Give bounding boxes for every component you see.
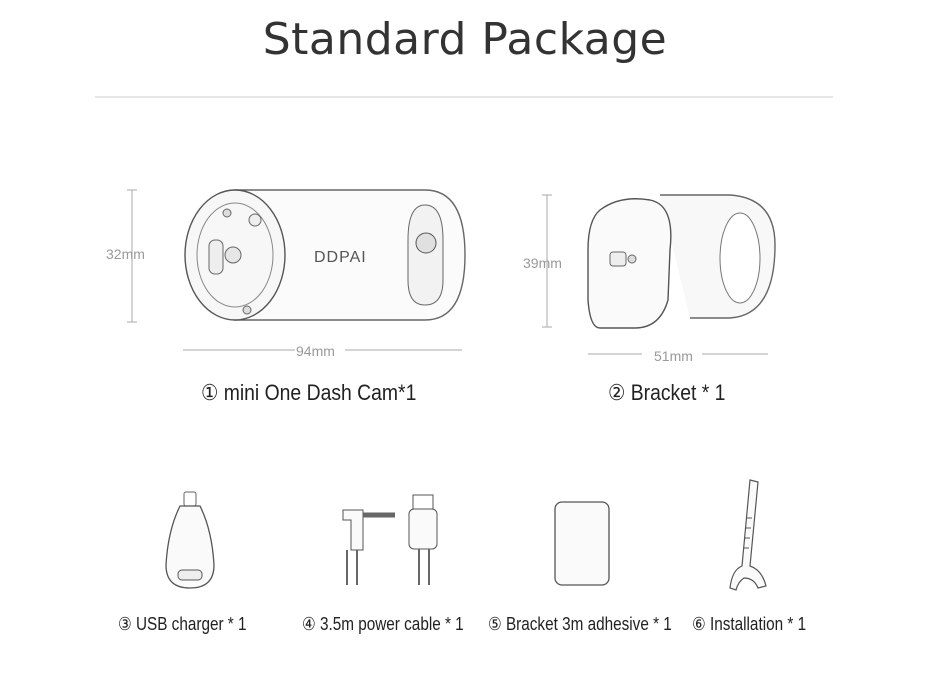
power-cable-caption: ④ 3.5m power cable * 1 [302,614,464,634]
usb-charger-caption: ③ USB charger * 1 [118,614,247,634]
adhesive-caption: ⑤ Bracket 3m adhesive * 1 [488,614,672,634]
power-cable-illustration [342,494,438,585]
installation-tool-illustration [729,479,767,591]
adhesive-illustration [554,501,610,586]
title-divider [95,96,833,98]
bracket-height-label: 39mm [523,255,562,271]
dash-cam-brand: DDPAI [314,249,367,266]
bracket-width-label: 51mm [654,348,693,364]
dash-cam-height-label: 32mm [106,246,145,262]
dash-cam-caption: ① mini One Dash Cam*1 [201,380,417,405]
bracket-illustration [542,194,776,355]
dash-cam-illustration [127,189,466,351]
usb-charger-illustration [165,491,215,589]
installation-tool-caption: ⑥ Installation * 1 [692,614,807,634]
page-title: Standard Package [262,14,668,65]
dash-cam-width-label: 94mm [296,343,335,359]
bracket-caption: ② Bracket * 1 [608,380,726,405]
